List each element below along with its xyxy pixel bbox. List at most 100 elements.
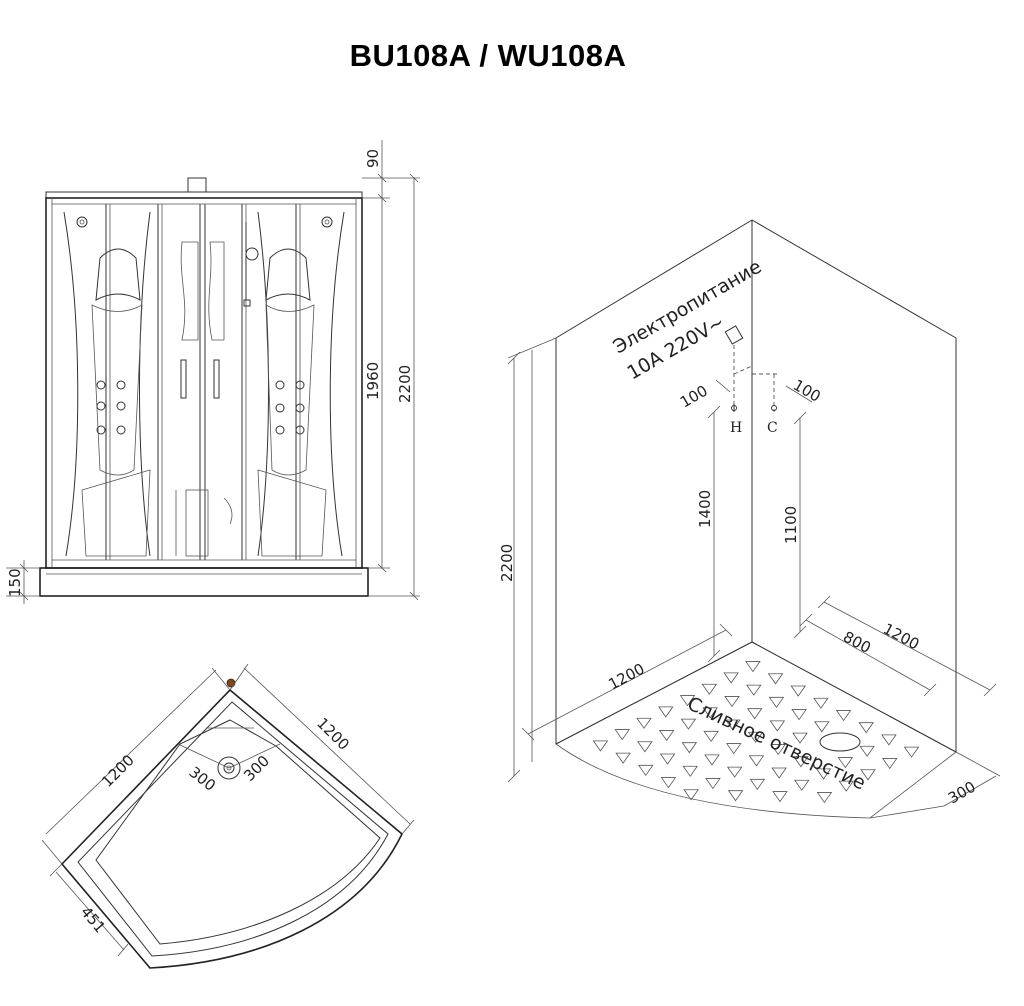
- floor-triangle: [793, 756, 809, 768]
- floor-triangle: [726, 743, 742, 755]
- dim-total-height-iso-label: 2200: [498, 544, 516, 582]
- model-title: BU108A / WU108A: [349, 38, 627, 73]
- floor-triangle: [769, 720, 786, 732]
- dim-top-label: 90: [364, 149, 382, 168]
- floor-triangle: [882, 758, 898, 770]
- floor-triangle: [745, 661, 761, 673]
- hot-valve-icon: [731, 405, 737, 411]
- center-panel-right: [208, 241, 225, 341]
- floor-triangle: [903, 746, 920, 758]
- floor-triangle: [679, 695, 696, 707]
- dim-door-label: 451: [77, 903, 109, 937]
- dim-drain-left-label: 300: [186, 763, 220, 795]
- floor-triangle: [615, 752, 631, 764]
- floor-triangle: [814, 721, 830, 733]
- floor-triangle: [637, 741, 653, 753]
- floor-triangle: [638, 764, 654, 777]
- floor-triangle: [658, 730, 675, 742]
- floor-triangle: [659, 753, 676, 765]
- floor-triangle: [703, 730, 719, 743]
- floor-triangle: [636, 717, 652, 729]
- floor-pattern: [592, 661, 920, 804]
- dim-hot-offset-label: 100: [677, 382, 711, 412]
- floor-triangle: [724, 696, 740, 708]
- right-wall-curve: [329, 211, 345, 557]
- floor-triangle: [858, 722, 874, 734]
- floor-triangle: [881, 734, 897, 746]
- tray-inner: [95, 719, 381, 945]
- power-socket-icon: [724, 325, 744, 345]
- floor-triangle: [705, 778, 721, 790]
- tray-outline: [60, 688, 403, 969]
- floor-triangle: [726, 766, 743, 778]
- floor-triangle: [859, 745, 875, 757]
- dim-left-width-label: 1200: [605, 660, 647, 694]
- center-panel-left: [180, 241, 199, 341]
- right-light-icon: [321, 216, 333, 228]
- floor-triangle: [772, 791, 788, 803]
- floor-triangle: [727, 790, 744, 802]
- floor-triangle: [725, 719, 741, 731]
- dim-inner-label: 800: [840, 628, 874, 657]
- floor-triangle: [682, 765, 698, 777]
- dim-panel-height-label: 1960: [364, 362, 382, 400]
- dim-drain-right-label: 300: [240, 752, 273, 785]
- floor-triangle: [748, 755, 765, 767]
- dim-power-height-label: 1400: [696, 490, 714, 528]
- dim-base-label: 150: [6, 568, 24, 597]
- hand-shower-icon: [245, 247, 259, 261]
- dim-corner-label: 300: [945, 778, 979, 808]
- floor-triangle: [791, 709, 807, 721]
- dim-cold-offset-label: 100: [790, 376, 824, 406]
- left-door-handle: [180, 359, 187, 399]
- floor-triangle: [816, 792, 833, 804]
- floor-triangle: [813, 697, 829, 709]
- floor-triangle: [792, 732, 808, 744]
- right-door-handle: [213, 359, 220, 399]
- dim-total-height-label: 2200: [396, 365, 414, 403]
- floor-triangle: [771, 767, 787, 779]
- overhead-fixture: [187, 177, 207, 193]
- floor-triangle: [746, 708, 763, 720]
- left-massage-jets: [96, 380, 126, 435]
- floor-triangle: [660, 777, 677, 789]
- floor-triangle: [592, 740, 609, 752]
- floor-triangle: [767, 673, 784, 685]
- floor-triangle: [704, 754, 720, 766]
- cabin-frame: [45, 197, 363, 569]
- floor-triangle: [614, 729, 630, 741]
- floor-triangle: [746, 684, 762, 696]
- cold-label: C: [767, 420, 778, 436]
- left-light-icon: [76, 216, 88, 228]
- floor-triangle: [790, 685, 806, 697]
- floor-triangle: [838, 780, 854, 792]
- floor-triangle: [837, 757, 854, 769]
- dim-right-side-label: 1200: [313, 714, 353, 754]
- dim-left-side-label: 1200: [98, 751, 138, 791]
- floor-triangle: [749, 778, 766, 791]
- cold-valve-icon: [771, 405, 777, 411]
- left-headrest: [95, 248, 141, 301]
- floor-triangle: [658, 706, 674, 718]
- dim-right-width-label: 1200: [880, 620, 922, 654]
- cabin-roof: [45, 191, 363, 199]
- floor-triangle: [680, 718, 697, 730]
- floor-triangle: [815, 768, 832, 780]
- floor-triangle: [835, 710, 852, 722]
- floor-triangle: [768, 696, 785, 709]
- right-headrest: [265, 248, 311, 301]
- right-massage-jets: [275, 380, 305, 435]
- corner-marker: [226, 678, 236, 688]
- floor-triangle: [681, 742, 698, 754]
- left-wall-curve: [63, 211, 79, 557]
- floor-triangle: [683, 789, 699, 801]
- iso-view: 100 100 H C Электропитание 10A 220V~ 140…: [498, 219, 1001, 819]
- floor-triangle: [770, 744, 786, 756]
- floor-triangle: [794, 779, 810, 791]
- front-view: 90 1960 2200 150: [6, 140, 420, 604]
- floor-triangle: [860, 769, 876, 781]
- seat-block: [185, 489, 209, 557]
- top-view: 300 300 1200 1200 451: [41, 663, 415, 969]
- floor-triangle: [701, 683, 718, 695]
